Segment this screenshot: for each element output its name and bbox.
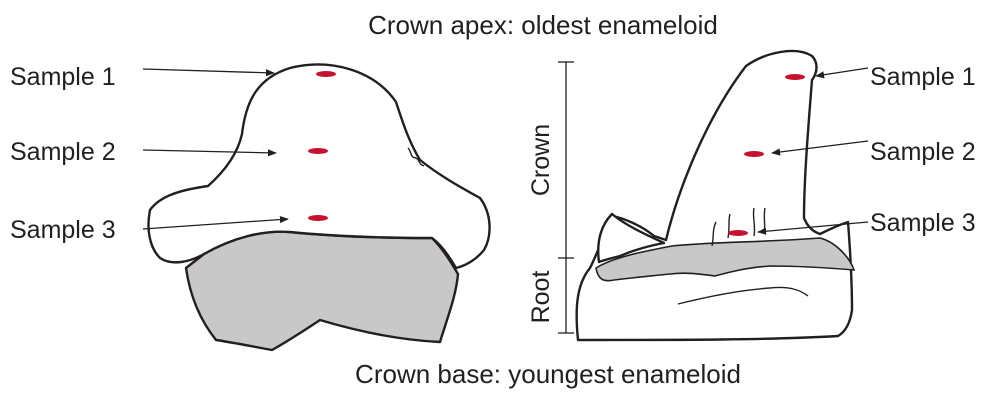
- left-sample-1-spot: [316, 71, 336, 77]
- root-label: Root: [527, 271, 555, 324]
- left-tooth-root: [186, 232, 458, 350]
- crown-label: Crown: [527, 124, 555, 196]
- left-label-sample-2: Sample 2: [10, 138, 116, 166]
- top-caption: Crown apex: oldest enameloid: [368, 10, 718, 40]
- bottom-caption: Crown base: youngest enameloid: [355, 359, 741, 389]
- right-leader-sample-1: [816, 68, 868, 76]
- left-label-sample-1: Sample 1: [10, 63, 116, 91]
- right-sample-3-spot: [728, 230, 748, 236]
- right-sample-2-spot: [744, 151, 764, 157]
- left-label-sample-3: Sample 3: [10, 216, 116, 244]
- left-leader-sample-1: [143, 69, 274, 73]
- left-tooth: Sample 1 Sample 2 Sample 3: [10, 63, 490, 350]
- right-tooth-crack-4: [764, 208, 765, 234]
- right-label-sample-2: Sample 2: [870, 138, 976, 166]
- left-sample-2-spot: [308, 148, 328, 154]
- right-label-sample-1: Sample 1: [870, 63, 976, 91]
- right-tooth-body: [577, 51, 852, 340]
- right-sample-1-spot: [785, 74, 805, 80]
- left-sample-3-spot: [308, 215, 328, 221]
- right-tooth: Crown Root Sample 1 Sample 2 Sample 3: [527, 51, 976, 340]
- right-label-sample-3: Sample 3: [870, 209, 976, 237]
